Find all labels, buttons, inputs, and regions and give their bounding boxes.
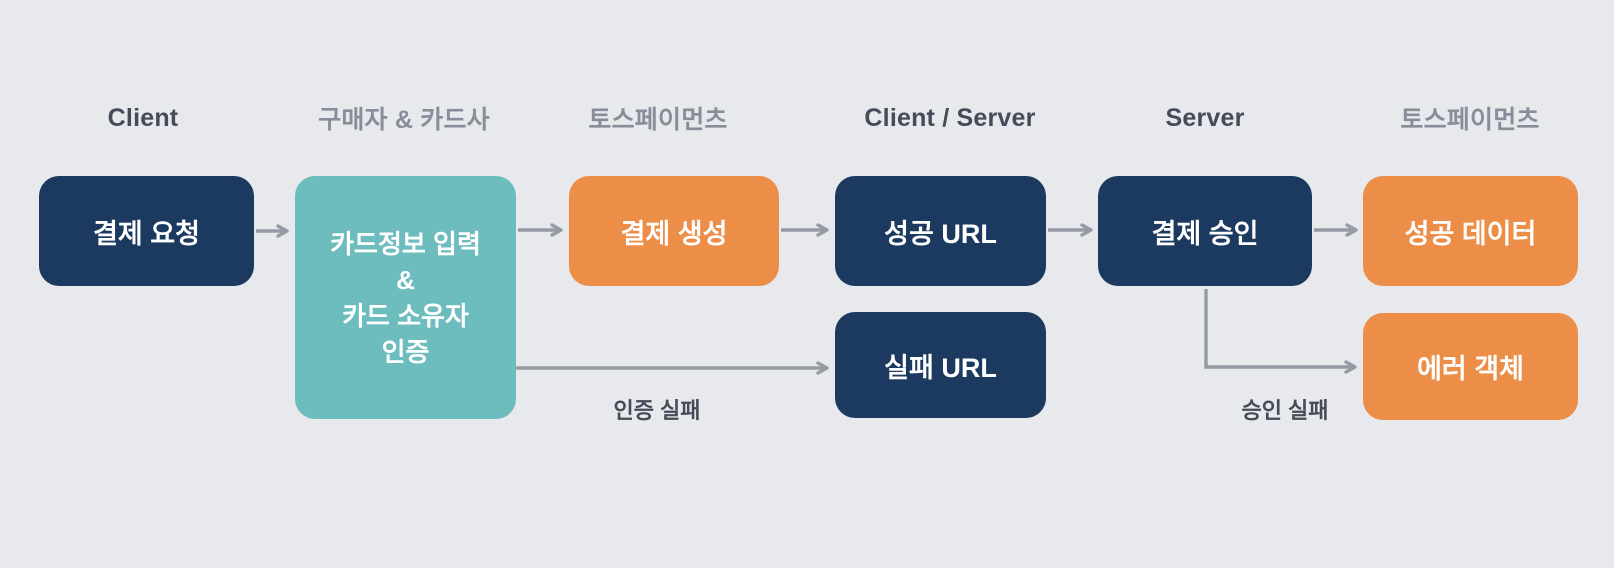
node-payment-approve: 결제 승인 <box>1098 176 1312 286</box>
node-payment-create-label: 결제 생성 <box>620 218 728 249</box>
node-success-data-label: 성공 데이터 <box>1404 218 1537 249</box>
node-success-data: 성공 데이터 <box>1363 176 1578 286</box>
node-card-input-auth-line4: 인증 <box>381 336 430 367</box>
column-header-client-server: Client / Server <box>864 103 1036 132</box>
arrow-approvalfail-to-error <box>1204 289 1357 374</box>
node-success-url-label: 성공 URL <box>884 218 997 249</box>
edge-label-approval-fail: 승인 실패 <box>1241 398 1329 423</box>
node-card-input-auth-line1: 카드정보 입력 <box>330 228 481 259</box>
column-header-server: Server <box>1165 103 1245 132</box>
node-card-input-auth-line2: & <box>396 264 415 295</box>
node-fail-url: 실패 URL <box>835 312 1046 418</box>
column-header-client: Client <box>107 103 179 132</box>
column-header-buyer-cardco: 구매자 & 카드사 <box>318 106 490 134</box>
node-payment-approve-label: 결제 승인 <box>1151 218 1259 249</box>
node-payment-request-label: 결제 요청 <box>93 218 200 249</box>
node-payment-request: 결제 요청 <box>39 176 254 286</box>
node-error-object: 에러 객체 <box>1363 313 1578 420</box>
node-card-input-auth: 카드정보 입력 & 카드 소유자 인증 <box>295 176 516 419</box>
node-fail-url-label: 실패 URL <box>884 352 997 383</box>
node-success-url: 성공 URL <box>835 176 1046 286</box>
node-error-object-label: 에러 객체 <box>1417 354 1524 384</box>
node-payment-create: 결제 생성 <box>569 176 779 286</box>
column-header-tosspayments-1: 토스페이먼츠 <box>588 106 728 134</box>
column-header-tosspayments-2: 토스페이먼츠 <box>1400 106 1540 134</box>
node-card-input-auth-line3: 카드 소유자 <box>342 300 469 331</box>
edge-label-auth-fail: 인증 실패 <box>613 398 701 423</box>
